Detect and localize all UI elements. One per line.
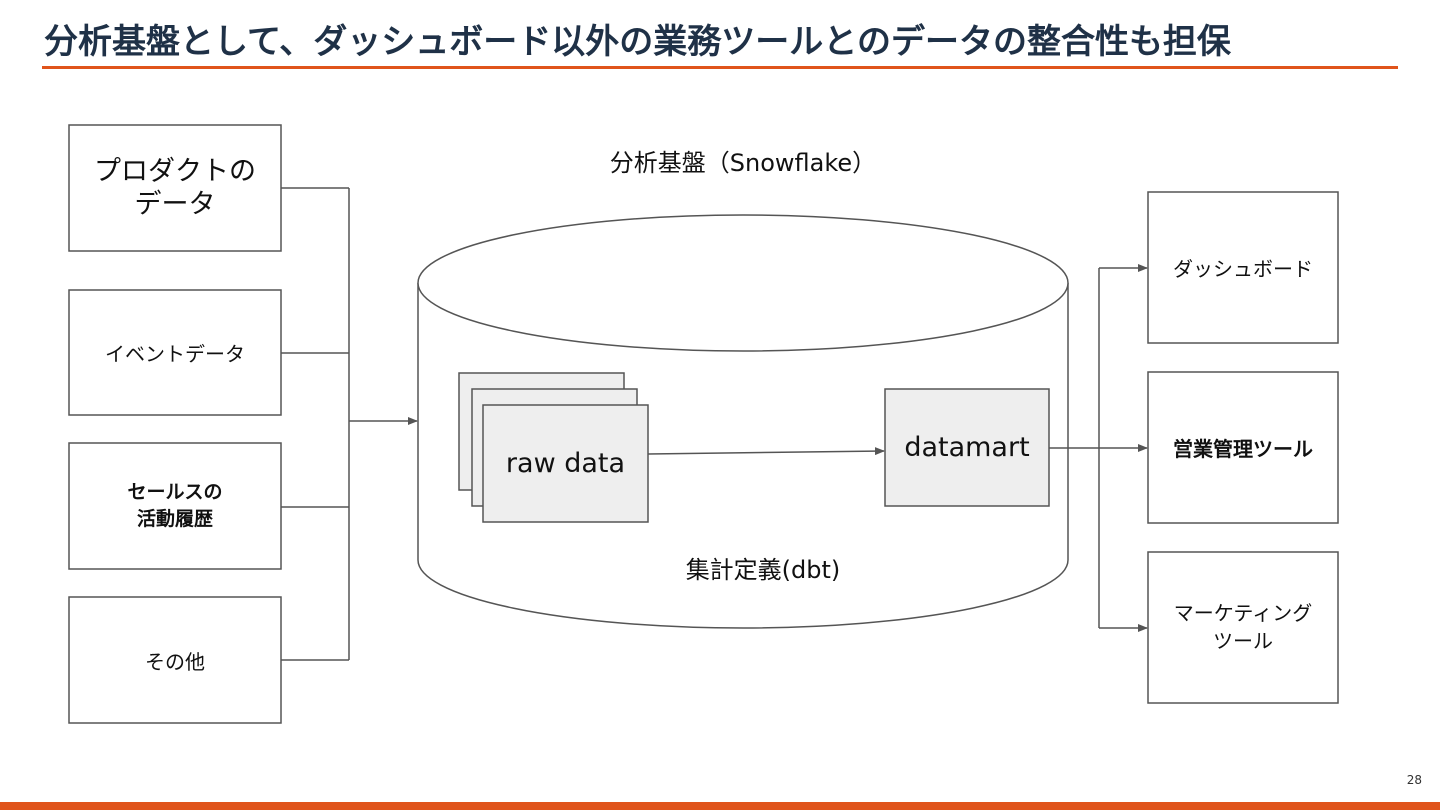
destination-label-sales-tool: 営業管理ツール	[1173, 436, 1313, 461]
source-label-other: その他	[145, 649, 205, 674]
destination-box-sales-tool	[1147, 371, 1339, 524]
raw-data-label: raw data	[505, 448, 626, 479]
raw-data-box-front	[482, 404, 649, 523]
title-underline	[42, 66, 1398, 69]
source-box-sales	[68, 442, 282, 570]
footer-bar	[0, 802, 1440, 810]
slide-title: 分析基盤として、ダッシュボード以外の業務ツールとのデータの整合性も担保	[44, 22, 1231, 62]
source-connectors	[281, 187, 350, 661]
platform-cylinder-body	[417, 283, 1069, 629]
platform-label: 分析基盤（Snowflake）	[609, 148, 877, 177]
source-box-other	[68, 596, 282, 724]
destination-label-marketing-tool: マーケティング ツール	[1173, 601, 1313, 653]
source-label-sales: セールスの 活動履歴	[127, 481, 223, 530]
destination-box-marketing-tool	[1147, 551, 1339, 704]
source-label-event: イベントデータ	[105, 342, 245, 366]
destination-label-dashboard: ダッシュボード	[1173, 256, 1313, 281]
page-number: 28	[1406, 773, 1422, 787]
source-box-product	[68, 124, 282, 252]
datamart-box	[884, 388, 1050, 507]
transform-arrow	[647, 447, 885, 456]
datamart-label: datamart	[904, 432, 1030, 463]
platform-cylinder-top	[417, 214, 1069, 352]
destination-box-dashboard	[1147, 191, 1339, 344]
source-label-product: プロダクトの データ	[94, 156, 256, 220]
transform-label: 集計定義(dbt)	[685, 555, 841, 584]
